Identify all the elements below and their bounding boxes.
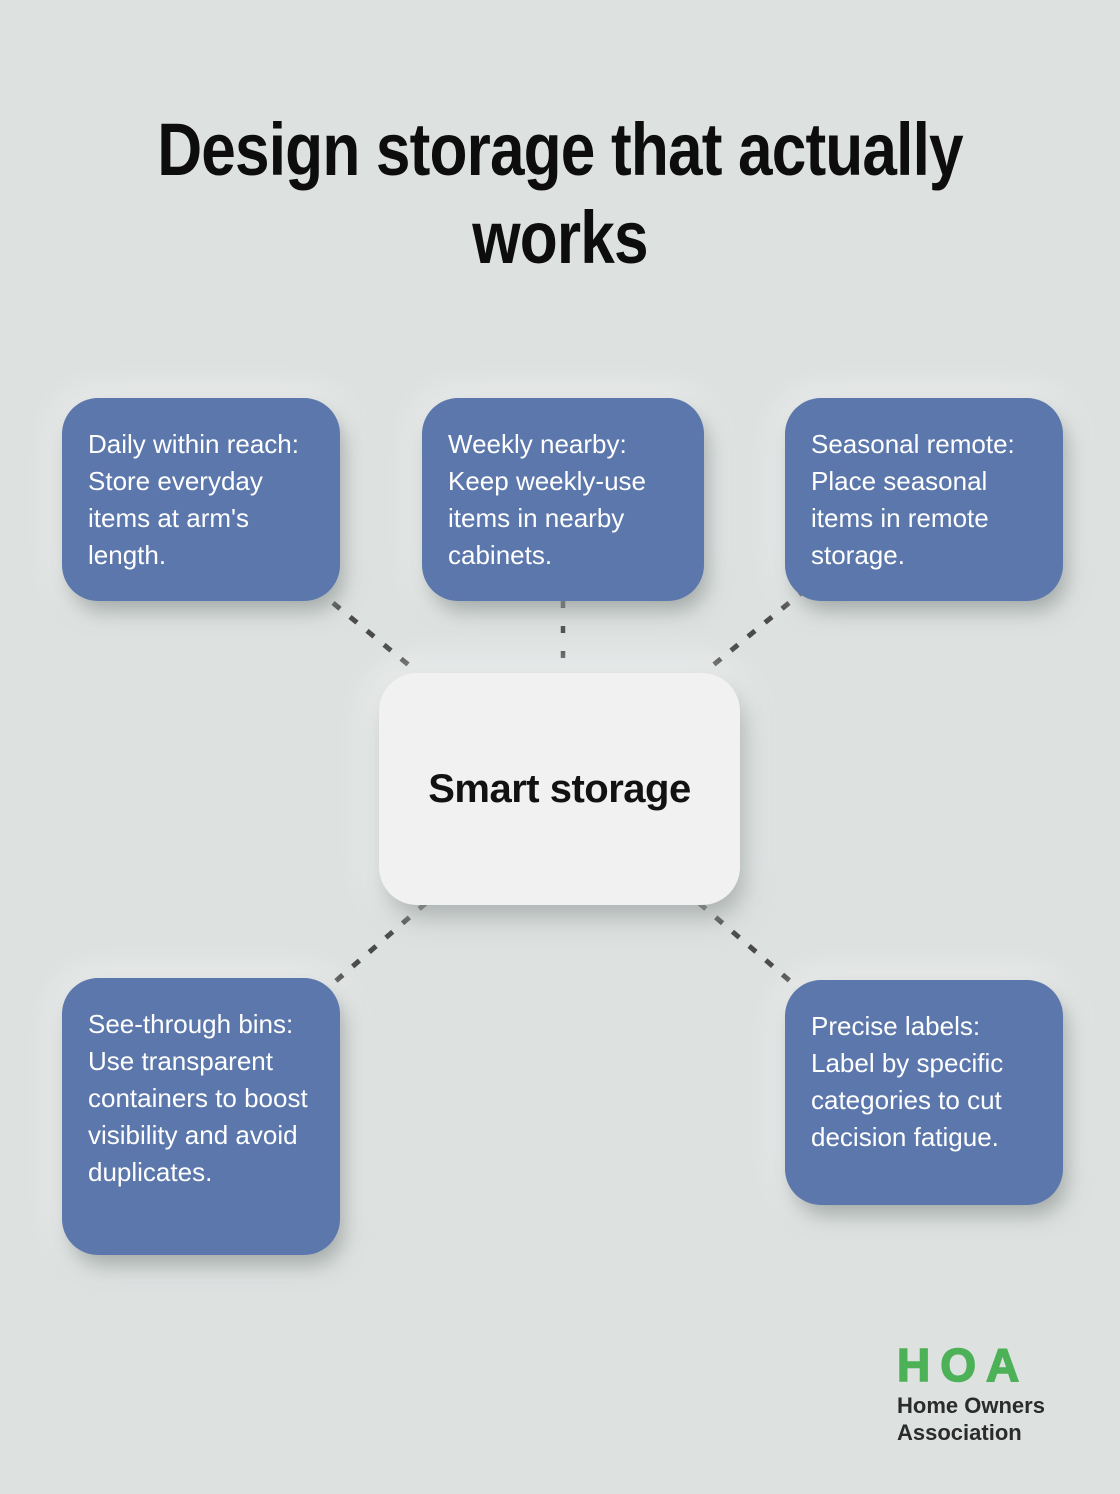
connector-line-top-right bbox=[704, 587, 808, 673]
hoa-logo-acronym: HOA bbox=[896, 1339, 1030, 1391]
node-seasonal-remote: Seasonal remote: Place seasonal items in… bbox=[785, 398, 1063, 601]
center-node-label: Smart storage bbox=[428, 766, 691, 811]
node-daily-within-reach: Daily within reach: Store everyday items… bbox=[62, 398, 340, 601]
node-weekly-nearby-text: Weekly nearby: Keep weekly-use items in … bbox=[448, 429, 646, 570]
node-seasonal-remote-text: Seasonal remote: Place seasonal items in… bbox=[811, 429, 1015, 570]
hoa-logo-name: Home Owners Association bbox=[897, 1392, 1087, 1446]
node-see-through-bins: See-through bins: Use transparent contai… bbox=[62, 978, 340, 1255]
node-precise-labels-text: Precise labels: Label by specific catego… bbox=[811, 1011, 1004, 1152]
node-see-through-bins-text: See-through bins: Use transparent contai… bbox=[88, 1009, 308, 1187]
hoa-logo: HOA Home Owners Association bbox=[896, 1339, 1087, 1446]
page-title: Design storage that actually works bbox=[90, 106, 1031, 282]
connector-line-bottom-right bbox=[697, 901, 799, 989]
center-node-smart-storage: Smart storage bbox=[379, 673, 740, 905]
connector-line-top-left bbox=[314, 587, 418, 673]
hoa-logo-name-line2: Association bbox=[897, 1420, 1022, 1445]
connector-line-bottom-left bbox=[328, 901, 428, 988]
node-daily-within-reach-text: Daily within reach: Store everyday items… bbox=[88, 429, 299, 570]
node-precise-labels: Precise labels: Label by specific catego… bbox=[785, 980, 1063, 1205]
hoa-logo-name-line1: Home Owners bbox=[897, 1393, 1045, 1418]
page-title-line1: Design storage that actually bbox=[157, 108, 963, 191]
node-weekly-nearby: Weekly nearby: Keep weekly-use items in … bbox=[422, 398, 704, 601]
page-title-line2: works bbox=[472, 196, 648, 279]
